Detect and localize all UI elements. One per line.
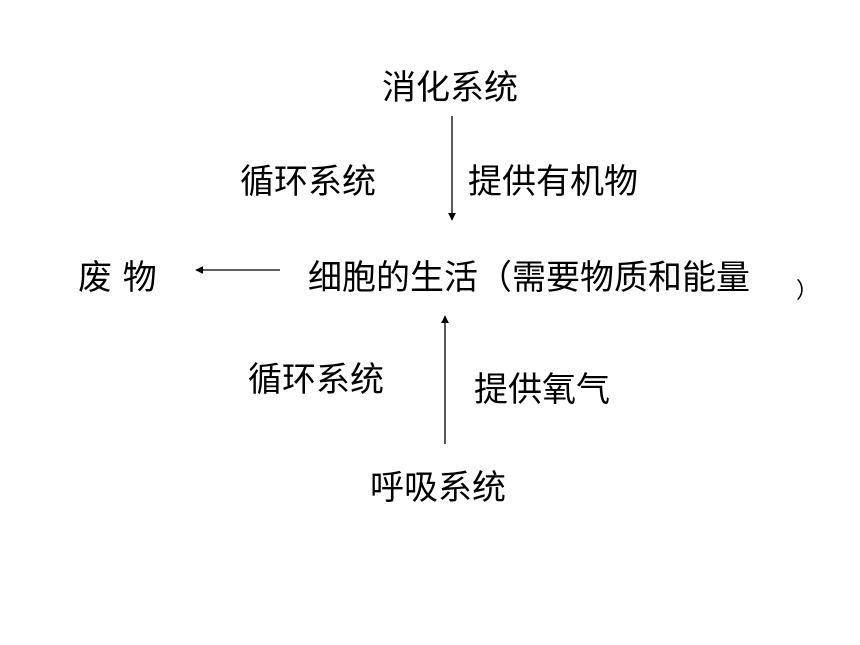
node-digestive-system: 消化系统 — [382, 68, 518, 108]
edge-label-circulatory-bottom: 循环系统 — [248, 360, 384, 400]
edge-label-circulatory-top: 循环系统 — [240, 162, 376, 202]
node-respiratory-system: 呼吸系统 — [370, 468, 506, 508]
node-cell-life: 细胞的生活（需要物质和能量 — [308, 258, 750, 298]
node-cell-life-closing-paren: ） — [796, 279, 819, 304]
edge-label-provide-organic-matter: 提供有机物 — [468, 162, 638, 202]
edge-label-provide-oxygen: 提供氧气 — [474, 370, 610, 410]
node-waste: 废 物 — [78, 258, 157, 298]
